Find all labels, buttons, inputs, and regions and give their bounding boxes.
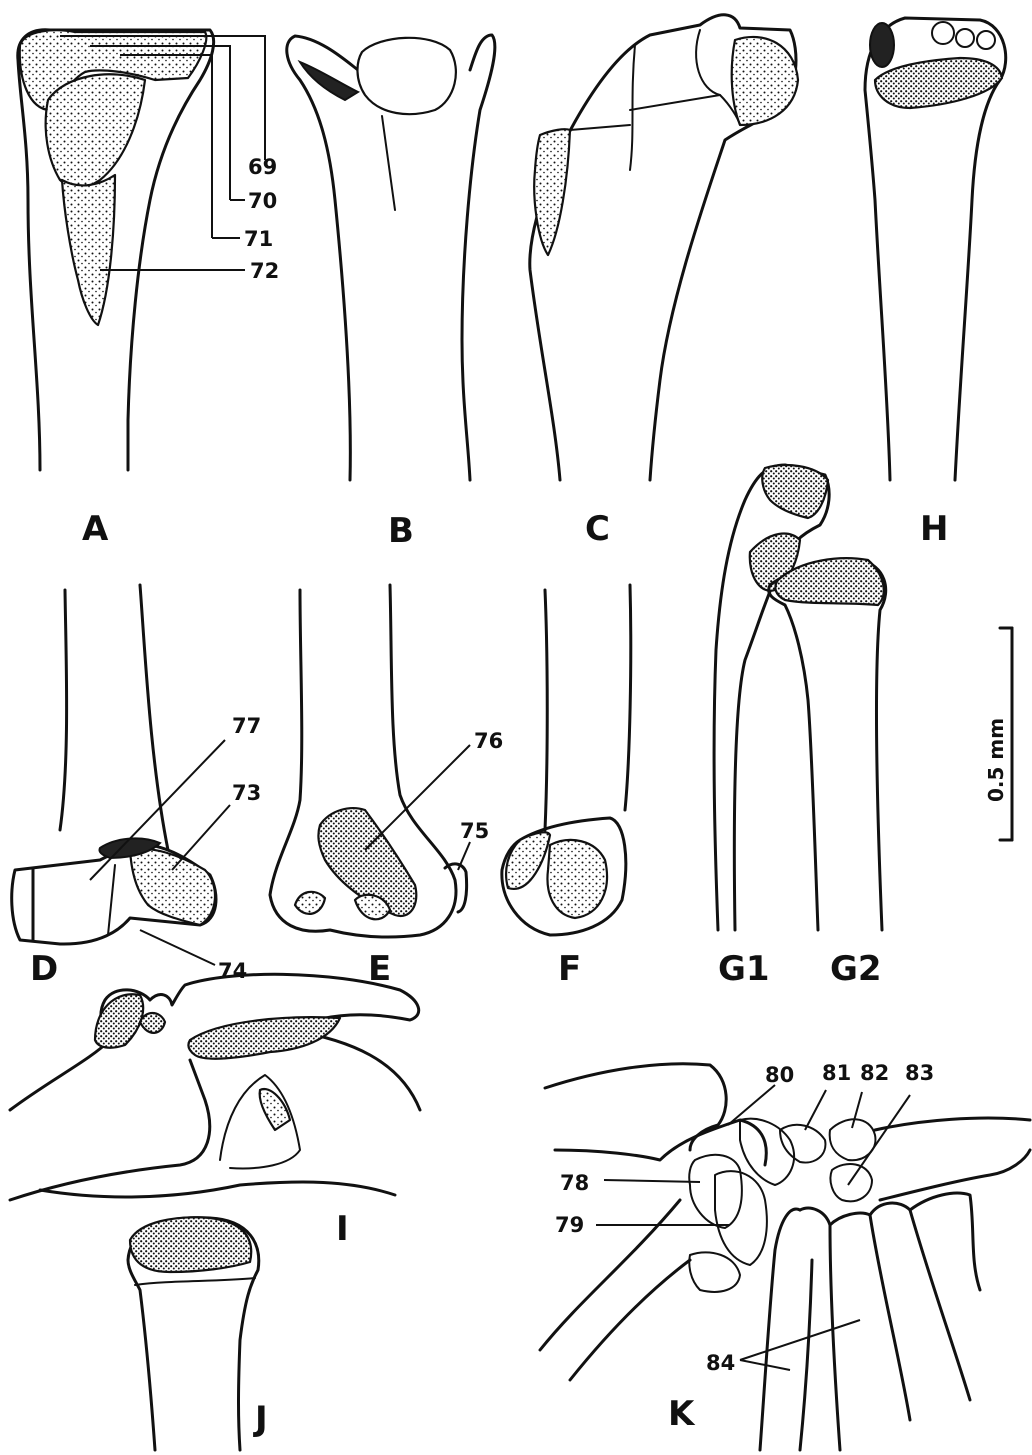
label-80: 80 <box>765 1063 794 1087</box>
panel-j-bone <box>128 1217 259 1450</box>
label-76: 76 <box>474 729 503 753</box>
panel-label-c: C <box>585 509 610 549</box>
panel-k-leaders <box>596 1085 910 1370</box>
panel-label-g2: G2 <box>830 949 882 989</box>
panel-label-h: H <box>920 509 948 549</box>
panel-label-k: K <box>668 1394 696 1434</box>
panel-label-f: F <box>558 949 581 989</box>
panel-b-bone <box>287 35 495 480</box>
panel-g2-bone <box>769 558 886 930</box>
label-74: 74 <box>218 959 247 983</box>
panel-a-bone <box>18 30 214 470</box>
panel-label-b: B <box>388 511 414 551</box>
label-70: 70 <box>248 189 277 213</box>
label-84: 84 <box>706 1351 735 1375</box>
label-69: 69 <box>248 155 277 179</box>
label-78: 78 <box>560 1171 589 1195</box>
label-83: 83 <box>905 1061 934 1085</box>
panel-d-bone <box>12 585 216 944</box>
scale-bar-label: 0.5 mm <box>984 718 1008 802</box>
panel-label-j: J <box>253 1399 268 1439</box>
label-82: 82 <box>860 1061 889 1085</box>
panel-label-g1: G1 <box>718 949 770 989</box>
label-81: 81 <box>822 1061 851 1085</box>
panel-f-bone <box>502 585 631 935</box>
label-79: 79 <box>555 1213 584 1237</box>
panel-label-d: D <box>30 949 58 989</box>
panel-c-bone <box>530 15 798 480</box>
panel-label-i: I <box>336 1209 349 1249</box>
panel-g1-bone <box>714 465 829 930</box>
label-72: 72 <box>250 259 279 283</box>
panel-h-bone <box>865 18 1006 480</box>
label-75: 75 <box>460 819 489 843</box>
panel-label-a: A <box>82 509 109 549</box>
label-77: 77 <box>232 714 261 738</box>
panel-i-bone <box>10 974 420 1200</box>
panel-k-bones <box>540 1064 1030 1450</box>
label-71: 71 <box>244 227 273 251</box>
label-73: 73 <box>232 781 261 805</box>
panel-e-bone <box>270 585 467 937</box>
